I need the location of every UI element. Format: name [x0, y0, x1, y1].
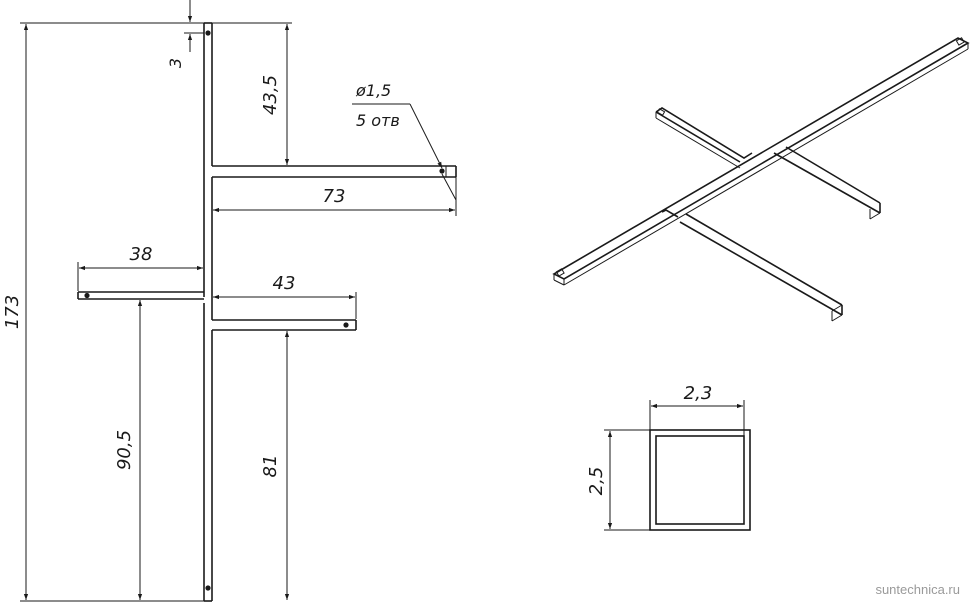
- dimension-hole-callout: ø1,5 5 отв: [352, 81, 457, 201]
- iso-upper-cross: [655, 107, 881, 220]
- dim-hole-diameter: ø1,5: [355, 81, 391, 100]
- hole-lower-right: [343, 322, 349, 328]
- iso-main-member: [552, 37, 970, 286]
- dim-top-offset: 3: [166, 58, 185, 68]
- dim-lower-right-arm-height: 81: [260, 455, 281, 478]
- dimension-lower-right-arm-height: 81: [260, 331, 290, 600]
- dim-left-arm-height: 90,5: [114, 430, 135, 470]
- dimension-upper-right-arm: 73: [213, 177, 457, 216]
- upper-right-arm: [212, 165, 457, 178]
- iso-lower-cross: [661, 209, 843, 322]
- dimension-top-offset: 3: [166, 0, 204, 68]
- dim-overall-height: 173: [2, 295, 23, 329]
- frame-front-view: [77, 22, 457, 602]
- hole-top: [205, 30, 211, 36]
- hole-left: [84, 292, 90, 299]
- dim-hole-count: 5 отв: [356, 111, 400, 130]
- dimension-upper-arm-drop: 43,5: [212, 22, 292, 165]
- tube-cross-section: [649, 429, 751, 531]
- dimension-left-arm-height: 90,5: [114, 300, 143, 600]
- dim-left-arm: 38: [130, 244, 153, 265]
- dimension-section-width: 2,3: [649, 383, 745, 436]
- hole-bottom: [205, 585, 211, 591]
- dim-lower-right-arm: 43: [273, 273, 296, 294]
- dim-section-height: 2,5: [586, 467, 607, 496]
- dim-section-width: 2,3: [684, 383, 713, 404]
- dim-upper-arm-drop: 43,5: [260, 75, 281, 115]
- lower-right-arm: [212, 319, 357, 331]
- main-post: [203, 22, 213, 602]
- hole-upper-right: [439, 168, 445, 174]
- frame-isometric-view: [552, 37, 970, 322]
- dim-upper-right-arm: 73: [323, 186, 346, 207]
- dimension-lower-right-arm: 43: [213, 273, 357, 319]
- dimension-section-height: 2,5: [586, 429, 650, 531]
- dimension-left-arm: 38: [77, 244, 203, 291]
- left-arm: [77, 291, 204, 300]
- dimension-overall-height: 173: [2, 22, 204, 602]
- watermark: suntechnica.ru: [875, 582, 960, 597]
